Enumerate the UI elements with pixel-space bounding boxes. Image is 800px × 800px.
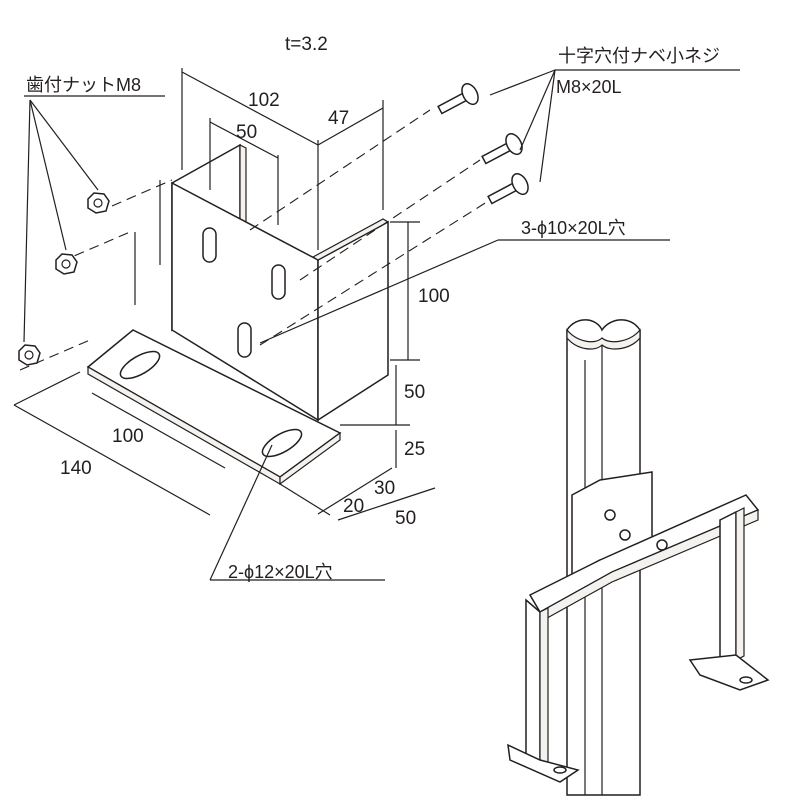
vertical-channel [171, 143, 390, 422]
right-leg [688, 507, 770, 691]
dim-50-base: 50 [395, 508, 416, 529]
thickness-note: t=3.2 [285, 34, 328, 55]
lower-slot-label: 2-ϕ12×20L穴 [228, 562, 333, 582]
bracket-exploded-view: t=3.2 歯付ナットM8 十字穴付ナベ小ネジ M8×20L 3-ϕ10×20L… [13, 34, 740, 582]
dim-100-vertical: 100 [418, 286, 450, 307]
assembly-axis-lines [19, 109, 491, 371]
dimension-lines [13, 68, 740, 581]
screw-name-label: 十字穴付ナベ小ネジ [558, 46, 720, 66]
screw-size-label: M8×20L [556, 77, 622, 97]
web-slot-3 [237, 322, 252, 358]
base-slot-right [261, 428, 303, 458]
dim-30: 30 [374, 478, 395, 499]
dim-50-vertical: 50 [404, 382, 425, 403]
dim-20: 20 [343, 496, 364, 517]
pan-head-screw-icon [437, 83, 529, 205]
dim-140: 140 [60, 458, 92, 479]
dim-102: 102 [248, 90, 280, 111]
web-slot-1 [202, 227, 217, 263]
upper-slot-label: 3-ϕ10×20L穴 [521, 218, 626, 238]
serrated-nut-icon [18, 192, 110, 366]
web-slot-2 [271, 264, 286, 300]
dim-47: 47 [328, 108, 349, 129]
left-leg [507, 598, 580, 783]
base-plate [86, 329, 342, 486]
nut-label: 歯付ナットM8 [26, 75, 141, 95]
dim-50-top: 50 [236, 122, 257, 143]
dim-25: 25 [404, 439, 425, 460]
dim-100-base: 100 [112, 426, 144, 447]
installed-view [507, 319, 770, 796]
base-slot-left [119, 350, 161, 380]
